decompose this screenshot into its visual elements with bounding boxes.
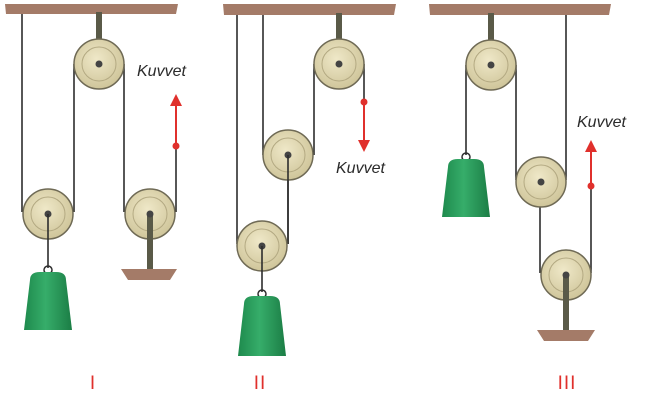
- fixed-pulley: [465, 39, 517, 91]
- force-arrow-down: [358, 98, 370, 152]
- load-weight: [24, 265, 72, 330]
- system-label-roman: I: [90, 373, 96, 394]
- load-weight: [238, 289, 286, 356]
- anchored-pulley: [124, 188, 176, 270]
- force-arrow-up: [585, 140, 597, 190]
- anchored-pulley: [540, 249, 592, 331]
- fixed-pulley: [313, 38, 365, 90]
- rope: [21, 14, 177, 212]
- pulley-hanger: [488, 13, 494, 65]
- system-1: Kuvvet I: [5, 4, 186, 394]
- system-label-roman: III: [558, 373, 577, 394]
- ceiling: [223, 4, 396, 15]
- ceiling: [429, 4, 611, 15]
- force-label: Kuvvet: [137, 63, 186, 80]
- rope: [465, 15, 592, 273]
- pulley-hanger: [96, 12, 102, 64]
- system-label-roman: II: [254, 373, 267, 394]
- system-2: Kuvvet II: [223, 4, 396, 394]
- fixed-pulley: [73, 38, 125, 90]
- force-arrow-up: [170, 94, 182, 150]
- load-weight: [442, 152, 490, 217]
- force-label: Kuvvet: [577, 114, 626, 131]
- movable-pulley: [515, 156, 567, 208]
- force-label: Kuvvet: [336, 160, 385, 177]
- system-3: Kuvvet III: [429, 4, 626, 394]
- ceiling: [5, 4, 178, 14]
- floor-anchor: [537, 330, 595, 341]
- floor-anchor: [121, 269, 177, 280]
